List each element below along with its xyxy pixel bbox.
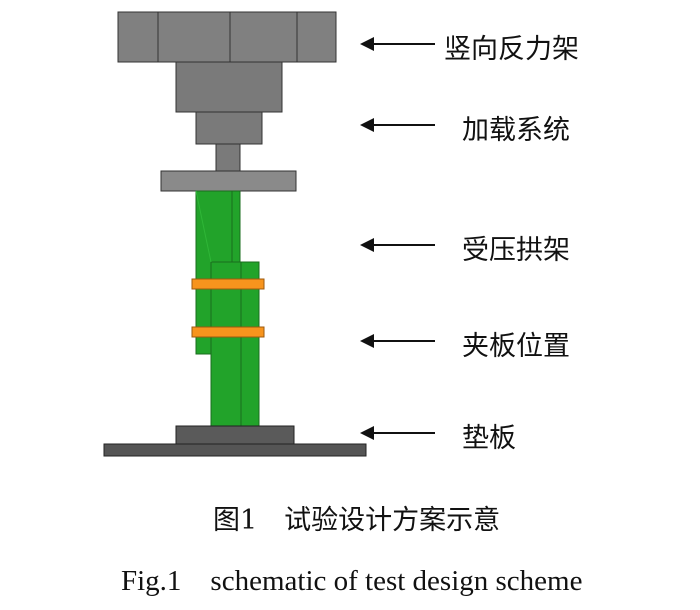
loading-piston bbox=[215, 143, 241, 172]
ground-slab bbox=[103, 443, 367, 457]
arrow-arch-frame bbox=[360, 238, 435, 252]
label-reaction-frame: 竖向反力架 bbox=[444, 34, 579, 65]
arrows bbox=[360, 37, 435, 440]
label-clamp-position: 夹板位置 bbox=[462, 331, 570, 362]
arrow-loading-system bbox=[360, 118, 435, 132]
base-plate-group bbox=[103, 425, 367, 457]
loading-system bbox=[160, 61, 297, 192]
label-arch-frame: 受压拱架 bbox=[462, 235, 570, 266]
caption-english: Fig.1 schematic of test design scheme bbox=[121, 565, 583, 597]
arrow-base-plate bbox=[360, 426, 435, 440]
base-plate bbox=[175, 425, 295, 445]
loading-block-medium bbox=[195, 111, 263, 145]
reaction-frame-block bbox=[117, 11, 337, 63]
reaction-frame bbox=[117, 11, 337, 63]
clamp-plates bbox=[191, 278, 265, 338]
label-base-plate: 垫板 bbox=[462, 423, 516, 454]
loading-block-large bbox=[175, 61, 283, 113]
clamp-plate-lower bbox=[191, 326, 265, 338]
caption-chinese: 图1 试验设计方案示意 bbox=[213, 505, 501, 536]
clamp-plate-upper bbox=[191, 278, 265, 290]
arrow-clamp-position bbox=[360, 334, 435, 348]
label-loading-system: 加载系统 bbox=[462, 115, 570, 146]
arrow-reaction-frame bbox=[360, 37, 435, 51]
loading-plate bbox=[160, 170, 297, 192]
arch-frame bbox=[195, 190, 260, 427]
